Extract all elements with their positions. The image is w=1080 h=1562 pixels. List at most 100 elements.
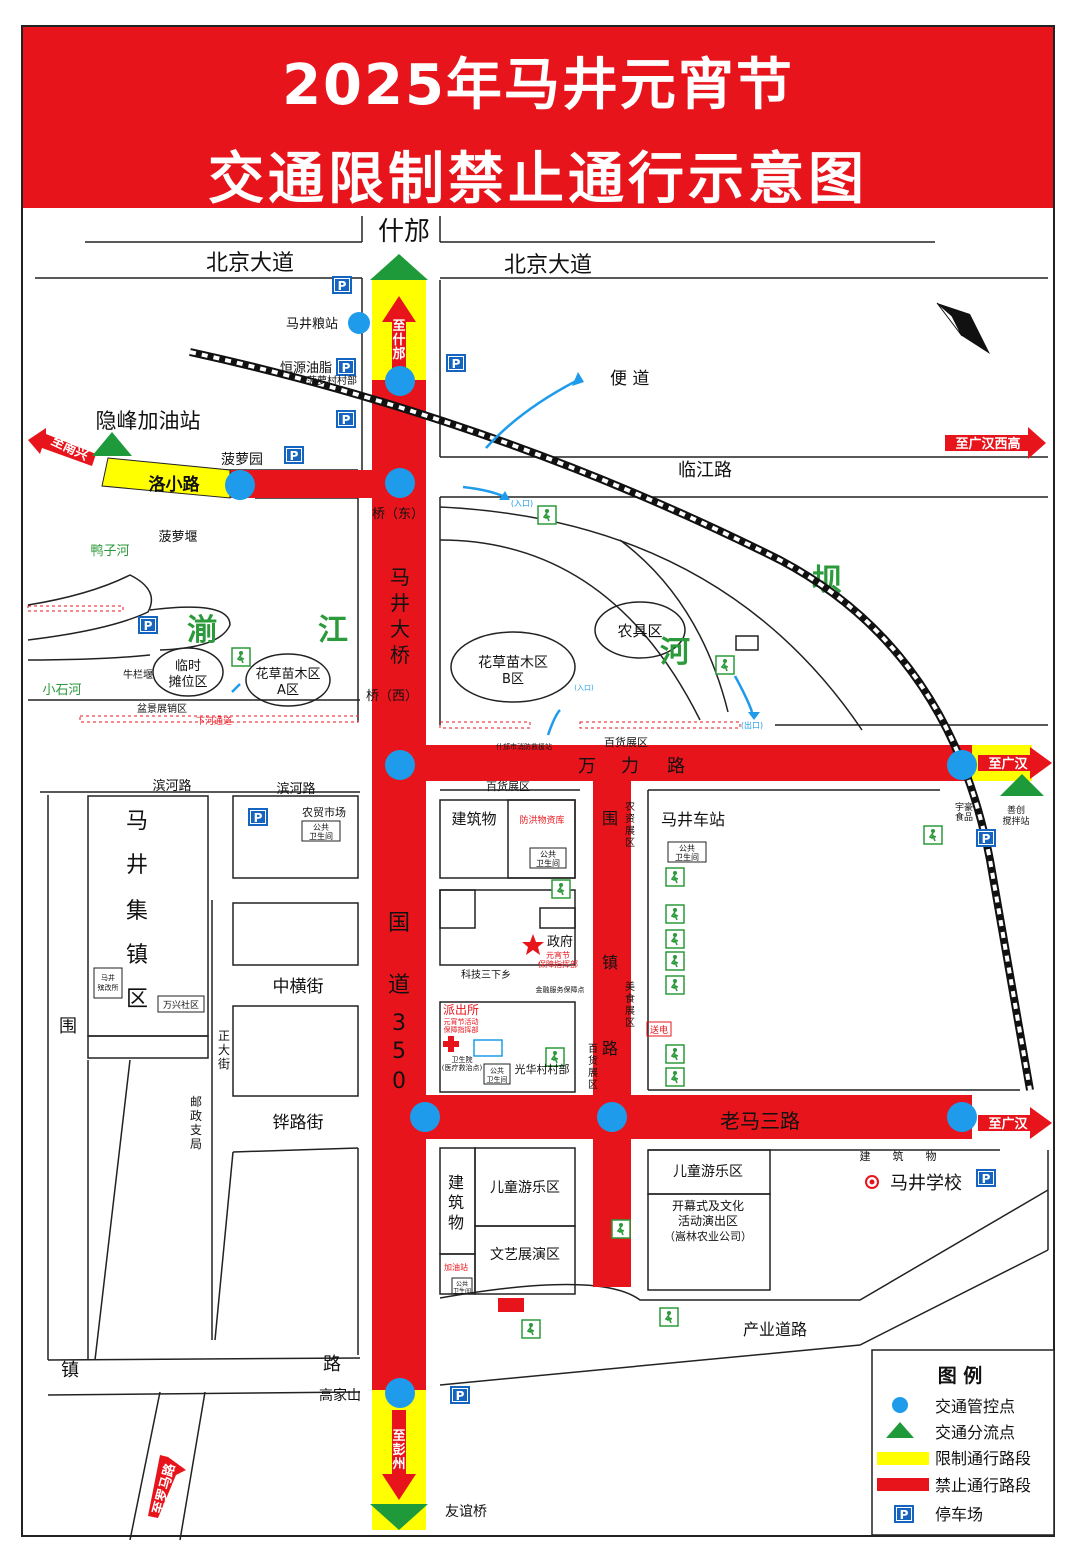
road-label: 支 — [190, 1123, 202, 1137]
place-label: 菠萝村村部 — [307, 374, 357, 387]
legend-label: 限制通行路段 — [935, 1449, 1031, 1468]
place-label: （嵩林农业公司） — [664, 1229, 752, 1243]
pedestrian-icon — [659, 1307, 679, 1327]
place-label: 食 — [625, 992, 635, 1005]
control-point-icon — [385, 1378, 415, 1408]
place-label: B区 — [502, 672, 524, 687]
place-label: 卫生间 — [487, 1075, 508, 1084]
place-label: 公共 — [490, 1066, 504, 1075]
diversion-icon — [1000, 774, 1044, 796]
place-label: 下河通道 — [196, 715, 232, 727]
place-label: 农 — [625, 800, 635, 813]
place-label: (出口) — [741, 720, 763, 730]
legend-label: 禁止通行路段 — [935, 1476, 1031, 1495]
place-label: 小石河 — [42, 683, 81, 698]
road-label: 5 — [392, 1039, 406, 1064]
pedestrian-icon — [665, 1067, 685, 1087]
road-label: 道 — [388, 973, 410, 998]
road-label: 正 — [218, 1029, 230, 1043]
parking-icon — [336, 358, 356, 376]
place-label: 派出所 — [443, 1003, 479, 1017]
diversion-icon — [92, 432, 132, 456]
road-label: 洛小路 — [149, 474, 201, 495]
road-label: 临江路 — [678, 460, 732, 481]
place-label: 元宵节 — [546, 950, 570, 960]
map-frame — [21, 25, 1055, 1537]
road-label: 局 — [190, 1137, 202, 1151]
control-point-icon — [410, 1102, 440, 1132]
place-label: 防洪物资库 — [519, 814, 564, 826]
pedestrian-icon — [715, 655, 735, 675]
river-char: 河 — [660, 635, 690, 670]
place-label: 牛栏堰 — [123, 668, 153, 681]
arrow-label: 什 — [392, 332, 405, 348]
place-label: 马井学校 — [890, 1173, 962, 1194]
place-label: 什邡市消防救援站 — [496, 742, 552, 751]
arrow-label: 至 — [392, 1429, 405, 1444]
control-point-icon — [947, 750, 977, 780]
road-label: 马 — [390, 565, 410, 589]
arrow-label: 至广汉 — [988, 1116, 1028, 1132]
place-label: 区 — [126, 987, 148, 1012]
road-label: 铧路街 — [273, 1113, 324, 1133]
control-point-icon — [225, 470, 255, 500]
road-outlines — [35, 216, 1049, 1541]
place-label: 文艺展演区 — [490, 1247, 560, 1263]
place-label: 鸭子河 — [90, 544, 129, 559]
road-label: 围 — [602, 809, 618, 828]
control-point-icon — [385, 366, 415, 396]
road-label: 滨河路 — [276, 781, 315, 797]
control-point-icon — [348, 312, 370, 334]
arrow-label: 至南兴 — [49, 433, 91, 464]
place-label: 善创 — [1007, 804, 1025, 816]
road-label: 大 — [390, 617, 410, 641]
place-label: 区 — [588, 1079, 598, 1091]
place-label: 百 — [588, 1043, 598, 1055]
place-label: 花草苗木区 — [255, 666, 320, 682]
pedestrian-icon — [521, 1319, 541, 1339]
place-label: 菠萝园 — [221, 452, 263, 468]
place-label: 马 — [126, 809, 148, 834]
road-label: 便 道 — [610, 369, 649, 389]
place-label: 农具区 — [617, 622, 662, 640]
road-label: 政 — [190, 1109, 202, 1123]
place-label: 摊位区 — [168, 675, 207, 690]
place-label: 卫生间 — [309, 831, 333, 841]
road-label: 路 — [602, 1039, 618, 1058]
arrow-label: 彭 — [392, 1442, 405, 1458]
road-label: 大 — [218, 1043, 230, 1057]
pedestrian-icon — [611, 1219, 631, 1239]
pedestrian-icon — [665, 867, 685, 887]
pedestrian-icon — [665, 904, 685, 924]
place-label: 政府 — [547, 935, 573, 950]
place-label: 筑 — [448, 1193, 464, 1212]
control-point-icon — [385, 468, 415, 498]
place-label: (入口) — [574, 684, 594, 692]
place-label: 卫生间 — [675, 852, 699, 862]
flow-arrows — [231, 378, 754, 736]
road-label: 3 — [392, 1011, 406, 1036]
road-label: 路 — [323, 1354, 341, 1375]
parking-icon — [894, 1505, 914, 1523]
arrow-label: 至广汉 — [988, 756, 1028, 772]
place-label: 菠萝堰 — [158, 530, 197, 545]
place-label: 盆景展销区 — [137, 702, 187, 715]
road-label: 什邡 — [378, 217, 430, 247]
place-label: (入口) — [511, 499, 533, 508]
place-label: 卫生间 — [453, 1287, 471, 1295]
diversion-icon — [370, 1504, 428, 1530]
place-label: 金融服务保障点 — [536, 985, 585, 994]
place-label: 保障指挥部 — [444, 1025, 479, 1034]
road-label: 街 — [218, 1057, 230, 1071]
place-label: 卫生间 — [536, 858, 560, 868]
place-label: 活动演出区 — [678, 1213, 738, 1228]
place-label: 花草苗木区 — [478, 655, 548, 671]
pedestrian-icon — [537, 505, 557, 525]
road-label: 老马三路 — [720, 1109, 800, 1133]
place-label: 公共 — [679, 844, 695, 853]
place-label: 美 — [625, 980, 635, 993]
place-label: 食品 — [955, 811, 973, 823]
place-label: (医疗救治点) — [442, 1063, 483, 1072]
railway — [189, 348, 1034, 1091]
parking-icon — [336, 410, 356, 428]
